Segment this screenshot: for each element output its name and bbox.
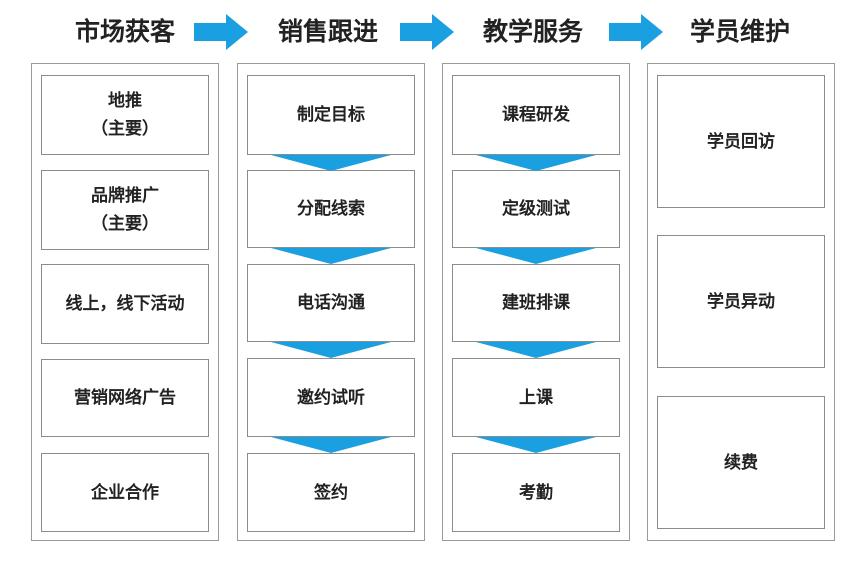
step-box: 考勤 (452, 453, 620, 532)
step-box: 定级测试 (452, 170, 620, 248)
step-box: 品牌推广 （主要） (41, 170, 209, 250)
down-chevron-icon (476, 342, 596, 358)
step-box: 地推 （主要） (41, 75, 209, 155)
step-box: 学员异动 (657, 235, 825, 368)
down-chevron-icon (271, 342, 391, 358)
step-box: 线上，线下活动 (41, 264, 209, 344)
step-box: 制定目标 (247, 75, 415, 155)
flow-arrow-icon (609, 14, 663, 50)
flow-arrow-icon (194, 14, 248, 50)
stage-title-sales: 销售跟进 (277, 17, 378, 46)
stage-title-market: 市场获客 (74, 17, 175, 46)
step-box: 邀约试听 (247, 358, 415, 437)
step-box: 上课 (452, 358, 620, 437)
step-box: 学员回访 (657, 75, 825, 208)
down-chevron-icon (476, 437, 596, 453)
down-chevron-icon (271, 155, 391, 171)
down-chevron-icon (476, 155, 596, 171)
down-chevron-icon (476, 248, 596, 264)
stage-title-retention: 学员维护 (689, 17, 790, 46)
down-chevron-icon (271, 248, 391, 264)
step-box: 分配线索 (247, 170, 415, 248)
down-chevron-icon (271, 437, 391, 453)
step-box: 企业合作 (41, 453, 209, 532)
step-box: 营销网络广告 (41, 359, 209, 437)
step-box: 电话沟通 (247, 264, 415, 342)
step-box: 签约 (247, 453, 415, 532)
step-box: 续费 (657, 396, 825, 529)
stage-title-teaching: 教学服务 (482, 17, 583, 46)
step-box: 建班排课 (452, 264, 620, 342)
flow-arrow-icon (400, 14, 454, 50)
step-box: 课程研发 (452, 75, 620, 155)
